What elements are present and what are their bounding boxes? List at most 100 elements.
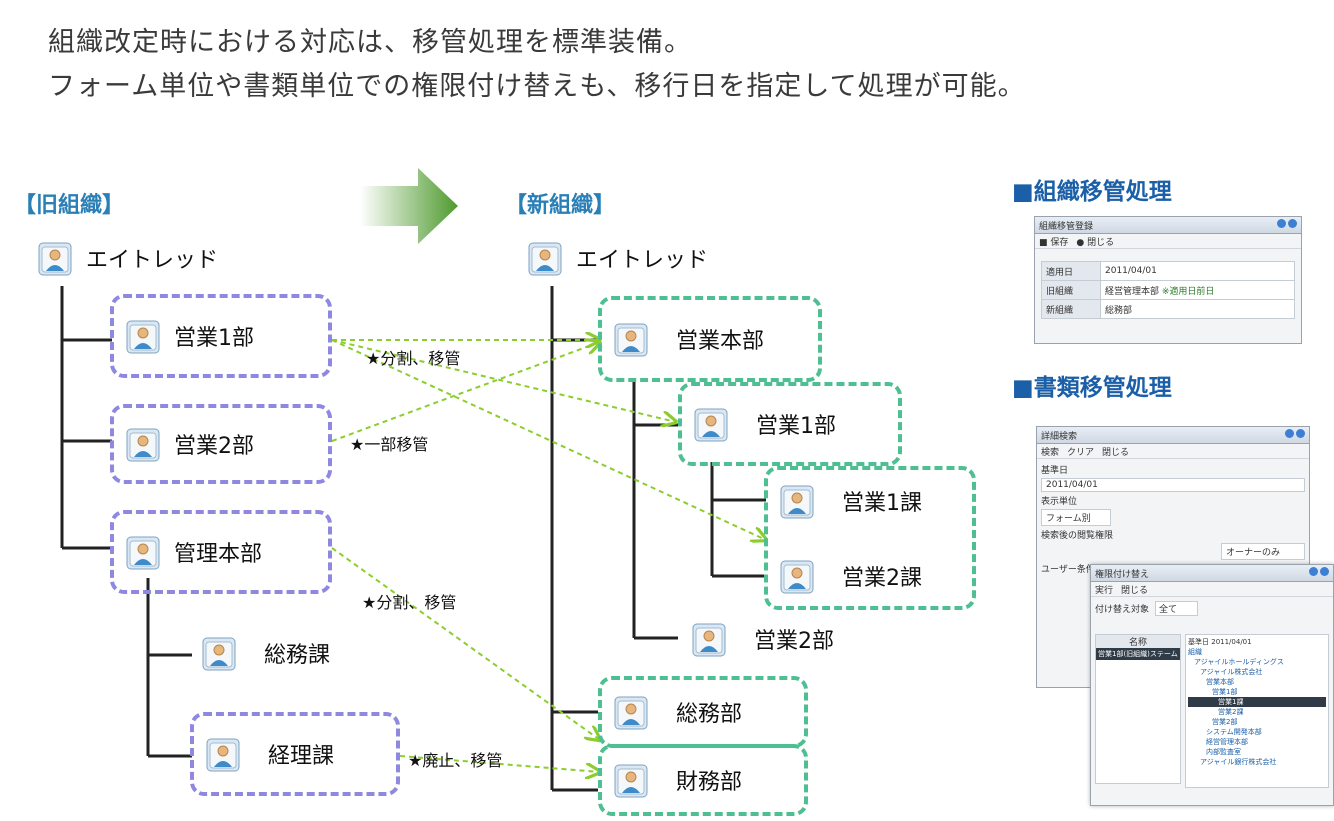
source-list: 名称 営業1部(旧組織)ステーム <box>1095 634 1181 784</box>
new-node-finance: 財務部 <box>598 744 808 816</box>
window-controls <box>1275 219 1297 231</box>
reassign-toolbar: 実行 閉じる <box>1091 582 1333 597</box>
new-org-title: 【新組織】 <box>505 193 616 218</box>
display-unit-label: 表示単位 <box>1041 497 1078 507</box>
tree-item[interactable]: アジャイル株式会社 <box>1200 668 1263 676</box>
tree-item-selected[interactable]: 営業1課 <box>1188 697 1326 707</box>
close-button[interactable]: 閉じる <box>1121 585 1149 596</box>
new-org-root: エイトレッド <box>528 238 708 278</box>
old-node-general-affairs: 総務課 <box>202 628 330 678</box>
reassign-body: 付け替え対象 全て 名称 営業1部(旧組織)ステーム 基準日 2011/04/0… <box>1091 597 1333 792</box>
window-title: 組織移管登録 <box>1039 221 1094 232</box>
old-node-label: 営業2部 <box>174 434 254 459</box>
new-node-label: 財務部 <box>676 770 743 795</box>
tree-date-label: 基準日 <box>1188 638 1209 646</box>
new-node-general-affairs: 総務部 <box>598 676 808 748</box>
org-folder-icon <box>202 637 236 671</box>
tree-item[interactable]: 組織 <box>1188 648 1202 656</box>
tree-item[interactable]: 営業本部 <box>1206 678 1234 686</box>
transition-arrow <box>360 168 458 244</box>
detail-search-toolbar: 検索 クリア 閉じる <box>1037 444 1309 459</box>
org-folder-icon <box>614 764 648 798</box>
source-list-item[interactable]: 営業1部(旧組織)ステーム <box>1096 648 1180 660</box>
window-title: 権限付け替え <box>1095 569 1150 580</box>
close-button[interactable]: ● 閉じる <box>1076 237 1115 248</box>
new-node-sales-section-1: 営業1課 <box>780 483 922 519</box>
note-split-transfer-2: ★分割、移管 <box>362 593 457 612</box>
old-org-note: ※適用日前日 <box>1161 286 1215 297</box>
execute-button[interactable]: 実行 <box>1095 585 1114 596</box>
reassign-target-select[interactable]: 全て <box>1155 601 1199 616</box>
save-button[interactable]: ■ 保存 <box>1039 237 1069 248</box>
old-node-label: 管理本部 <box>174 542 263 567</box>
new-node-sales-hq: 営業本部 <box>598 296 822 382</box>
section-doc-transfer-title: ■書類移管処理 <box>1012 375 1172 401</box>
close-icon[interactable] <box>1320 567 1329 576</box>
close-button[interactable]: 閉じる <box>1102 447 1130 458</box>
new-node-label: 営業1課 <box>842 490 922 516</box>
help-icon[interactable] <box>1277 219 1286 228</box>
tree-item[interactable]: 営業2部 <box>1212 718 1238 726</box>
org-transfer-window-titlebar: 組織移管登録 <box>1035 217 1301 234</box>
search-button[interactable]: 検索 <box>1041 447 1060 458</box>
transfer-arrows <box>331 340 766 772</box>
tree-item[interactable]: アジャイル銀行株式会社 <box>1200 758 1277 766</box>
base-date-field[interactable]: 2011/04/01 <box>1041 478 1305 492</box>
close-icon[interactable] <box>1288 219 1297 228</box>
date-field[interactable]: 2011/04/01 <box>1100 261 1295 281</box>
section-org-transfer-title: ■組織移管処理 <box>1012 179 1172 205</box>
new-org-field[interactable]: 総務部 <box>1100 299 1295 319</box>
org-folder-icon <box>692 623 726 657</box>
tree-item[interactable]: 経営管理本部 <box>1206 738 1248 746</box>
org-folder-icon <box>126 320 160 354</box>
tree-item[interactable]: 内部監査室 <box>1206 748 1241 756</box>
tree-item[interactable]: アジャイルホールディングス <box>1194 658 1284 666</box>
org-folder-icon <box>38 242 72 276</box>
reassign-permission-window: 権限付け替え 実行 閉じる 付け替え対象 全て 名称 営業1部(旧組織)ステーム… <box>1090 564 1334 806</box>
clear-button[interactable]: クリア <box>1067 447 1095 458</box>
heading-line-1: 組織改定時における対応は、移管処理を標準装備。 <box>48 27 692 58</box>
reassign-target-label: 付け替え対象 <box>1095 605 1150 615</box>
view-permission-label: 検索後の閲覧権限 <box>1041 531 1114 541</box>
tree-date-row: 基準日 2011/04/01 <box>1188 637 1326 647</box>
new-node-label: 営業1部 <box>756 414 836 439</box>
owner-select[interactable]: オーナーのみ <box>1221 543 1305 560</box>
new-org-root-label: エイトレッド <box>576 248 709 273</box>
old-node-admin-hq: 管理本部 <box>110 510 332 594</box>
close-label: 閉じる <box>1087 237 1115 248</box>
tree-item[interactable]: 営業2課 <box>1218 708 1244 716</box>
form-key: 適用日 <box>1041 261 1101 281</box>
heading-line-2: フォーム単位や書類単位での権限付け替えも、移行日を指定して処理が可能。 <box>48 71 1026 102</box>
old-node-accounting: 経理課 <box>190 712 400 796</box>
old-tree-lines <box>60 286 192 758</box>
new-node-sales-section-2: 営業2課 <box>780 558 922 594</box>
org-folder-icon <box>614 323 648 357</box>
save-label: 保存 <box>1050 237 1069 248</box>
new-node-label: 営業2課 <box>842 565 922 591</box>
form-key: 新組織 <box>1041 299 1101 319</box>
reassign-panels: 名称 営業1部(旧組織)ステーム 基準日 2011/04/01 組織 アジャイル… <box>1095 634 1329 788</box>
tree-item[interactable]: システム開発本部 <box>1206 728 1262 736</box>
display-unit-select[interactable]: フォーム別 <box>1041 509 1111 526</box>
new-node-label: 総務部 <box>676 702 743 727</box>
new-node-sections-group: 営業1課 営業2課 <box>764 466 976 610</box>
old-node-label: 経理課 <box>268 744 335 769</box>
org-folder-icon <box>528 242 562 276</box>
org-folder-icon <box>126 536 160 570</box>
note-split-transfer-1: ★分割、移管 <box>366 349 461 368</box>
org-folder-icon <box>694 408 728 442</box>
tree-item[interactable]: 営業1部 <box>1212 688 1238 696</box>
new-node-label: 営業2部 <box>754 629 834 654</box>
org-folder-icon <box>206 738 240 772</box>
close-icon[interactable] <box>1296 429 1305 438</box>
old-node-label: 総務課 <box>264 643 331 668</box>
new-node-sales-1: 営業1部 <box>678 382 902 466</box>
help-icon[interactable] <box>1285 429 1294 438</box>
help-icon[interactable] <box>1309 567 1318 576</box>
base-date-label: 基準日 <box>1041 466 1069 476</box>
org-folder-icon <box>126 428 160 462</box>
old-org-field[interactable]: 経営管理本部 ※適用日前日 <box>1100 280 1295 300</box>
user-condition-label: ユーザー条件 <box>1041 565 1095 575</box>
